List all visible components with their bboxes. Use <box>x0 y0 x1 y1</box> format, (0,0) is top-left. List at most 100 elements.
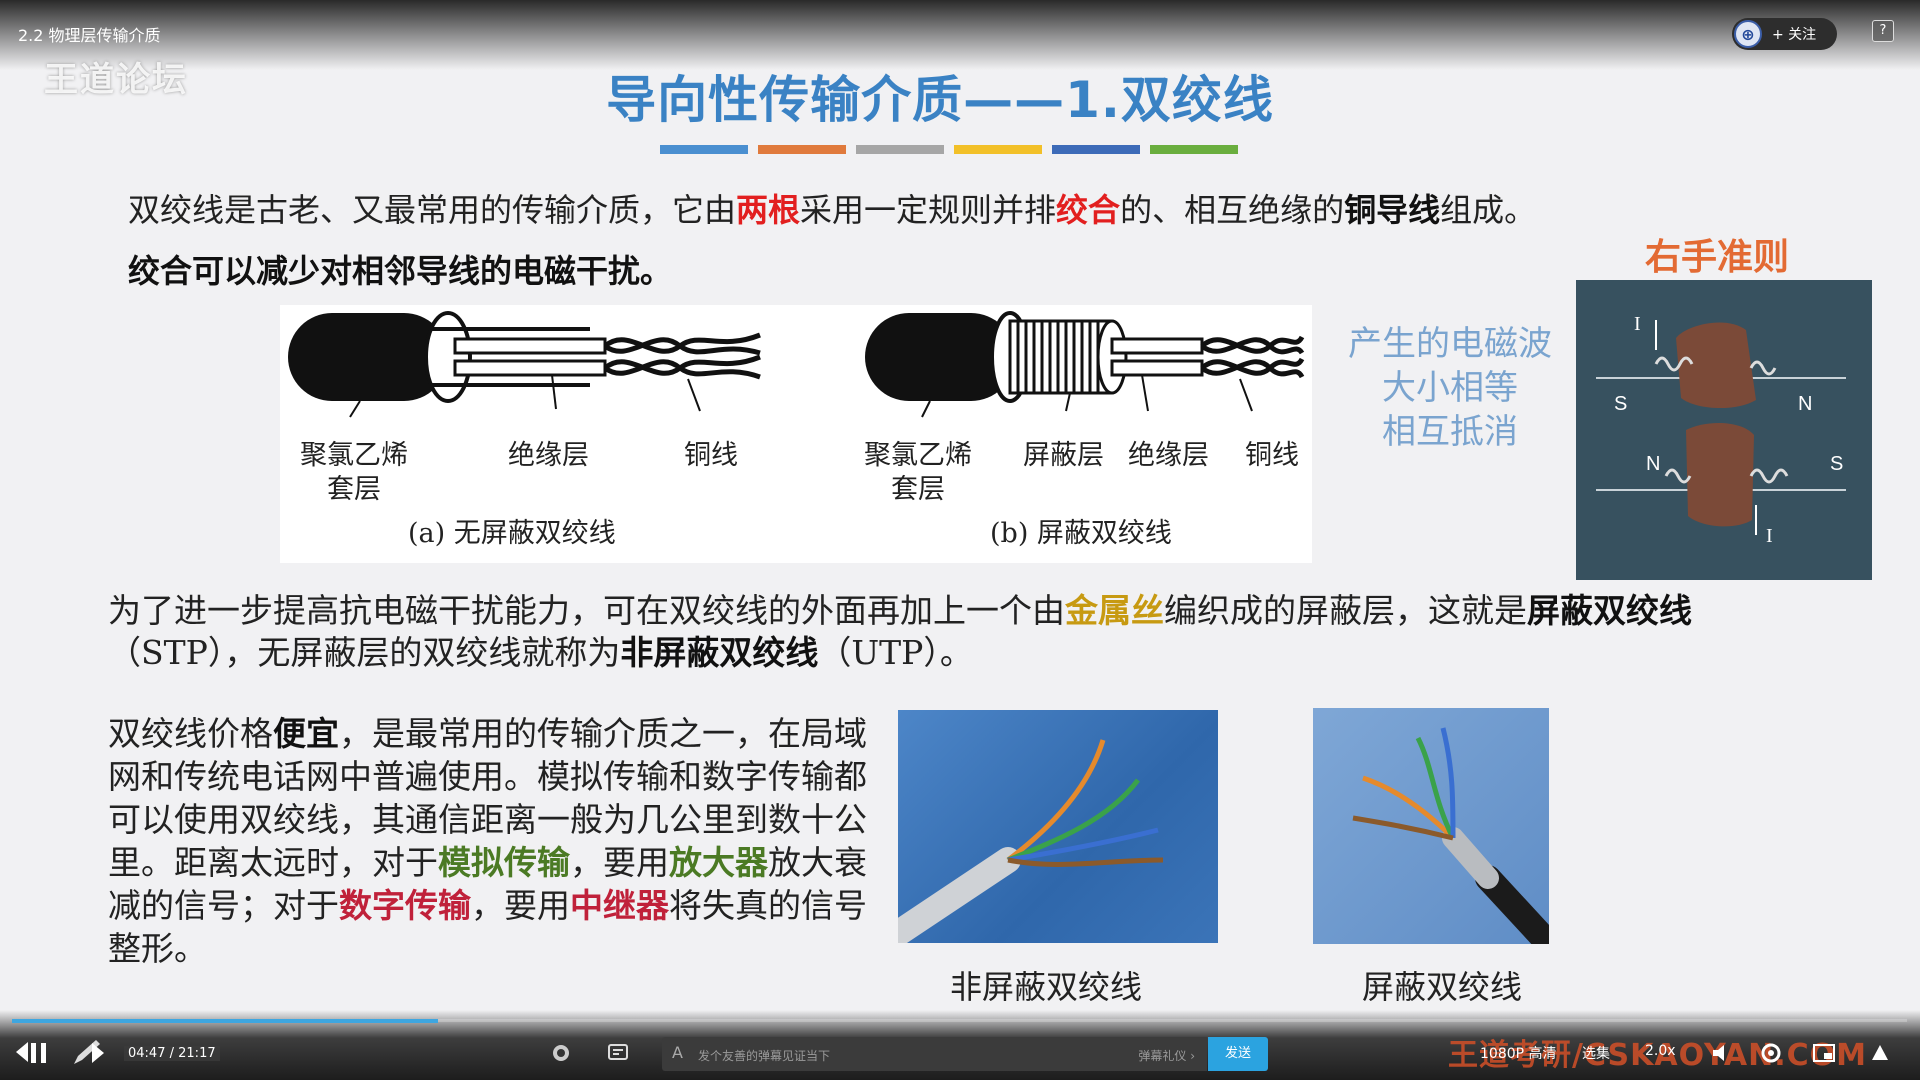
highlight-cheap: 便宜 <box>273 714 339 753</box>
highlight-copper: 铜导线 <box>1344 191 1441 229</box>
current-label-top: I <box>1634 313 1641 335</box>
cable-a-jacket-label: 聚氯乙烯套层 <box>300 439 408 507</box>
highlight-amplifier: 放大器 <box>669 843 768 882</box>
cable-a-copper-label: 铜线 <box>684 440 738 471</box>
twist-note: 绞合可以减少对相邻导线的电磁干扰。 <box>128 252 673 290</box>
text-run: 采用一定规则并排 <box>800 191 1057 229</box>
help-icon[interactable]: ? <box>1872 20 1894 42</box>
highlight-repeater: 中继器 <box>570 886 669 925</box>
pause-icon[interactable] <box>28 1040 50 1066</box>
label-line: 聚氯乙烯 <box>864 440 972 471</box>
highlight-twisted: 绞合 <box>1056 191 1121 229</box>
text-run: 组成。 <box>1440 191 1537 229</box>
text-run: 为了进一步提高抗电磁干扰能力，可在双绞线的外面再加上一个由 <box>108 591 1065 630</box>
pip-icon[interactable] <box>1812 1042 1836 1064</box>
cable-diagram-drawing <box>288 311 1305 418</box>
time-current: 04:47 <box>128 1046 166 1061</box>
episodes-button[interactable]: 选集 <box>1582 1046 1610 1062</box>
utp-photo <box>898 710 1218 943</box>
cable-a-insulation-label: 绝缘层 <box>508 440 589 471</box>
stp-photo-caption: 屏蔽双绞线 <box>1362 968 1523 1006</box>
right-hand-rule-image: I N S N S I <box>1576 280 1872 580</box>
strip-segment <box>1052 145 1140 154</box>
speed-selector[interactable]: 2.0x <box>1645 1043 1676 1059</box>
label-line: 聚氯乙烯 <box>300 440 408 471</box>
intro-paragraph: 双绞线是古老、又最常用的传输介质，它由两根采用一定规则并排绞合的、相互绝缘的铜导… <box>128 185 1536 231</box>
text-run: 编织成的屏蔽层，这就是 <box>1164 591 1527 630</box>
settings-icon[interactable] <box>1760 1042 1782 1064</box>
stp-line-2: （STP），无屏蔽层的双绞线就称为非屏蔽双绞线（UTP）。 <box>108 632 1692 674</box>
time-separator: / <box>169 1046 174 1061</box>
em-wave-note: 产生的电磁波 大小相等 相互抵消 <box>1340 322 1560 454</box>
stp-cable-drawing <box>865 311 1305 418</box>
cable-b-caption: (b) 屏蔽双绞线 <box>990 518 1172 549</box>
text-run: （STP），无屏蔽层的双绞线就称为 <box>108 633 621 672</box>
text-run: 放大衰减的信号；对于 <box>108 843 867 925</box>
highlight-utp: 非屏蔽双绞线 <box>620 633 819 672</box>
text-run: 将失真的信号整形。 <box>108 886 867 968</box>
stp-paragraph: 为了进一步提高抗电磁干扰能力，可在双绞线的外面再加上一个由金属丝编织成的屏蔽层，… <box>108 590 1692 674</box>
quality-selector[interactable]: 1080P 高清 <box>1480 1046 1557 1062</box>
next-icon[interactable] <box>88 1040 108 1066</box>
danmaku-settings-icon[interactable] <box>607 1042 631 1064</box>
utp-photo-caption: 非屏蔽双绞线 <box>950 968 1143 1006</box>
cable-a-caption: (a) 无屏蔽双绞线 <box>408 518 616 549</box>
highlight-analog: 模拟传输 <box>438 843 570 882</box>
danmaku-placeholder: 发个友善的弹幕见证当下 <box>698 1049 831 1063</box>
cable-b-shield-label: 屏蔽层 <box>1023 440 1104 471</box>
uploader-avatar: ⊕ <box>1734 20 1762 48</box>
follow-button[interactable]: ⊕ + 关注 <box>1732 18 1837 50</box>
danmaku-style-icon[interactable]: A <box>672 1043 683 1062</box>
label-line: 套层 <box>327 474 381 505</box>
time-display: 04:47 / 21:17 <box>124 1046 220 1061</box>
progress-track[interactable] <box>12 1019 1907 1022</box>
pole-label: N <box>1646 453 1660 475</box>
previous-icon[interactable] <box>10 1038 32 1066</box>
text-run: ，要用 <box>570 843 669 882</box>
label-line: 套层 <box>891 474 945 505</box>
stp-photo <box>1313 708 1549 944</box>
highlight-metal-wire: 金属丝 <box>1065 591 1164 630</box>
send-button[interactable]: 发送 <box>1208 1037 1268 1071</box>
em-line: 大小相等 <box>1382 368 1518 408</box>
time-total: 21:17 <box>178 1046 216 1061</box>
danmaku-toggle-icon[interactable] <box>551 1043 571 1063</box>
strip-segment <box>758 145 846 154</box>
strip-segment <box>660 145 748 154</box>
progress-fill[interactable] <box>12 1019 438 1023</box>
text-run: 双绞线价格 <box>108 714 273 753</box>
player-top-bar <box>0 0 1920 70</box>
right-hand-rule-title: 右手准则 <box>1645 237 1790 278</box>
strip-segment <box>856 145 944 154</box>
slide-title: 导向性传输介质——1.双绞线 <box>606 71 1274 129</box>
strip-segment <box>954 145 1042 154</box>
text-run: （UTP）。 <box>818 633 973 672</box>
title-color-strip <box>660 145 1238 154</box>
danmaku-input[interactable]: A 发个友善的弹幕见证当下 弹幕礼仪 › <box>662 1037 1207 1071</box>
cable-b-copper-label: 铜线 <box>1245 440 1299 471</box>
current-label-bottom: I <box>1766 525 1773 547</box>
text-run: ，要用 <box>471 886 570 925</box>
text-run: 的、相互绝缘的 <box>1120 191 1345 229</box>
forum-watermark: 王道论坛 <box>44 60 188 100</box>
text-run: 双绞线是古老、又最常用的传输介质，它由 <box>128 191 737 229</box>
highlight-digital: 数字传输 <box>339 886 471 925</box>
video-title: 2.2 物理层传输介质 <box>18 26 161 45</box>
cable-diagrams: 聚氯乙烯套层 绝缘层 铜线 (a) 无屏蔽双绞线 聚氯乙烯套层 屏蔽层 绝缘层 … <box>280 305 1312 563</box>
highlight-stp: 屏蔽双绞线 <box>1527 591 1692 630</box>
em-line: 相互抵消 <box>1382 412 1518 452</box>
follow-label: + 关注 <box>1772 27 1817 43</box>
text-run: ，是最常用的传输介质之一，在局域网和传统电话网中普遍使用。模拟传输和数字传输都可… <box>108 714 867 882</box>
stp-photo-drawing <box>1352 727 1549 944</box>
em-line: 产生的电磁波 <box>1348 324 1552 364</box>
brand-watermark: 王道考研/CSKAOYAN.COM <box>1448 1038 1867 1073</box>
volume-icon[interactable] <box>1710 1042 1732 1064</box>
danmaku-etiquette-link[interactable]: 弹幕礼仪 › <box>1138 1049 1195 1063</box>
highlight-two: 两根 <box>736 191 801 229</box>
stp-line-1: 为了进一步提高抗电磁干扰能力，可在双绞线的外面再加上一个由金属丝编织成的屏蔽层，… <box>108 590 1692 632</box>
right-hand-rule-drawing: I N S N S I <box>1576 280 1872 580</box>
fullscreen-icon[interactable] <box>1868 1042 1892 1064</box>
cable-b-insulation-label: 绝缘层 <box>1128 440 1209 471</box>
cable-b-jacket-label: 聚氯乙烯套层 <box>864 439 972 507</box>
